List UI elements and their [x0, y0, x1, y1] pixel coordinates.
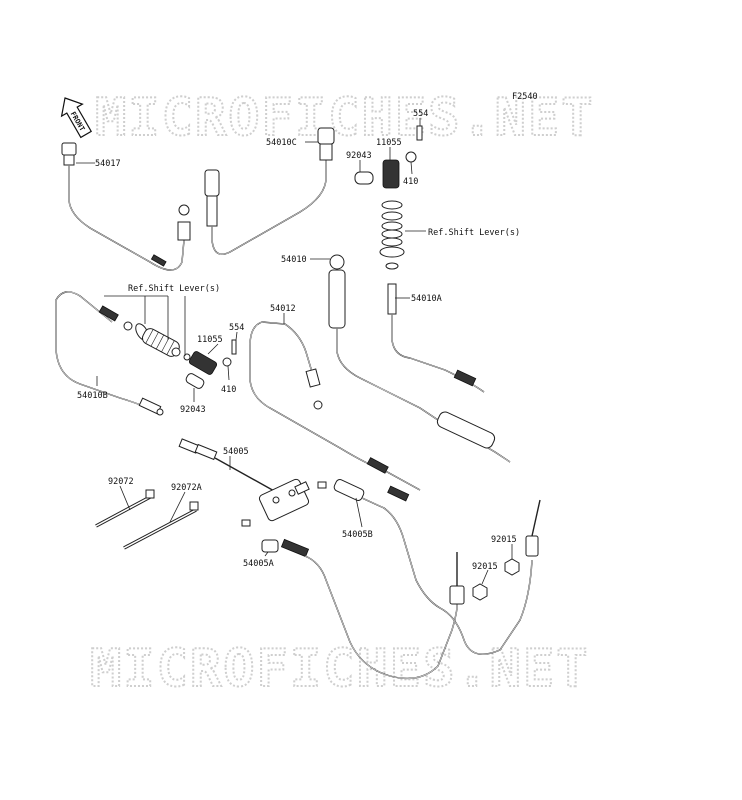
leader-lines — [76, 118, 513, 585]
label-54012: 54012 — [270, 304, 296, 314]
shift-assembly-upper — [354, 125, 485, 393]
label-54005a: 54005A — [243, 559, 274, 569]
label-54010c: 54010C — [266, 138, 297, 148]
shift-assembly-lower — [123, 321, 237, 389]
watermark-bottom: MICROFICHES.NET — [90, 639, 590, 699]
ref-label-upper: Ref.Shift Lever(s) — [428, 228, 520, 238]
cable-54017 — [61, 142, 191, 271]
label-92015-lower: 92015 — [472, 562, 498, 572]
label-54017: 54017 — [95, 159, 121, 169]
figure-code: F2540 — [512, 92, 538, 102]
watermark-top: MICROFICHES.NET — [95, 88, 595, 148]
cable-54005a — [261, 538, 465, 680]
label-54005b: 54005B — [342, 530, 373, 540]
label-410-upper: 410 — [403, 177, 418, 187]
cable-54012 — [249, 321, 421, 491]
label-54005: 54005 — [223, 447, 249, 457]
label-554-upper: 554 — [413, 109, 428, 119]
cable-54010b — [55, 291, 164, 416]
label-54010a: 54010A — [411, 294, 442, 304]
cable-54010c — [204, 127, 335, 255]
label-92072: 92072 — [108, 477, 134, 487]
tie-92072 — [95, 489, 155, 528]
label-410-lower: 410 — [221, 385, 236, 395]
label-92015-upper: 92015 — [491, 535, 517, 545]
tie-92072a — [123, 501, 199, 550]
label-11055-upper: 11055 — [376, 138, 402, 148]
label-554-lower: 554 — [229, 323, 244, 333]
label-54010: 54010 — [281, 255, 307, 265]
label-92072a: 92072A — [171, 483, 202, 493]
nut-92015-a — [504, 558, 520, 576]
nut-92015-b — [472, 583, 488, 601]
label-92043-lower: 92043 — [180, 405, 206, 415]
front-arrow-icon: FRONT — [60, 97, 93, 139]
label-54010b: 54010B — [77, 391, 108, 401]
cable-54005 — [178, 438, 327, 527]
ref-label-lower: Ref.Shift Lever(s) — [128, 284, 220, 294]
part-labels: Ref.Shift Lever(s) Ref.Shift Lever(s) 54… — [77, 109, 520, 572]
label-92043-upper: 92043 — [346, 151, 372, 161]
cable-54005b — [333, 479, 541, 655]
cable-54010 — [328, 254, 511, 463]
label-11055-lower: 11055 — [197, 335, 223, 345]
